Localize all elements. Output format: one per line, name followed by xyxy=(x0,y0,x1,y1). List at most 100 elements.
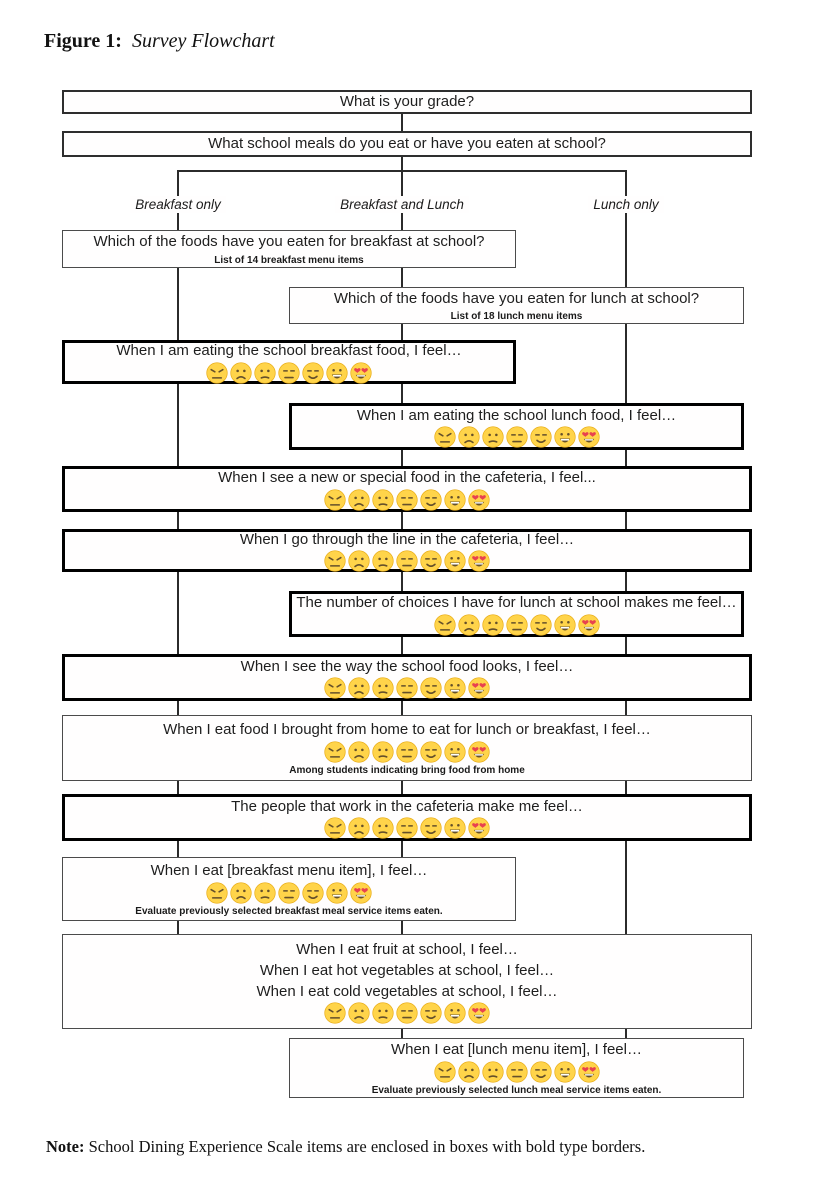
heart-eyes-face-icon xyxy=(468,1002,490,1025)
question-text: When I am eating the school lunch food, … xyxy=(356,406,677,424)
slightly-sad-face-icon xyxy=(481,614,504,636)
sad-face-icon xyxy=(457,614,480,636)
box-subtext: Among students indicating bring food fro… xyxy=(289,764,525,776)
grinning-face-icon xyxy=(444,550,466,572)
neutral-face-icon xyxy=(505,426,528,448)
neutral-face-icon xyxy=(396,741,418,763)
note-label: Note: xyxy=(46,1137,85,1156)
flow-box-fruit-vegetables: When I eat fruit at school, I feel… When … xyxy=(62,934,752,1029)
flow-box-breakfast-foods: Which of the foods have you eaten for br… xyxy=(62,230,516,268)
flow-box-go-through-line: When I go through the line in the cafete… xyxy=(62,529,752,572)
heart-eyes-face-icon xyxy=(468,489,490,511)
slight-smile-face-icon xyxy=(302,882,324,904)
slight-smile-face-icon xyxy=(420,741,442,763)
neutral-face-icon xyxy=(278,362,300,384)
neutral-face-icon xyxy=(396,550,418,572)
sad-face-icon xyxy=(348,550,370,572)
question-text: When I see the way the school food looks… xyxy=(240,657,574,675)
angry-face-icon xyxy=(324,741,346,763)
flow-box-food-from-home: When I eat food I brought from home to e… xyxy=(62,715,752,781)
sad-face-icon xyxy=(230,362,252,384)
grinning-face-icon xyxy=(444,489,466,511)
heart-eyes-face-icon xyxy=(468,741,490,763)
box-subtext: List of 18 lunch menu items xyxy=(450,311,583,323)
question-text: When I eat food I brought from home to e… xyxy=(163,721,651,739)
grinning-face-icon xyxy=(553,614,576,636)
question-text: What is your grade? xyxy=(339,93,475,111)
heart-eyes-face-icon xyxy=(350,362,372,384)
angry-face-icon xyxy=(324,550,346,572)
emoji-scale-row xyxy=(433,426,601,448)
box-subtext: List of 14 breakfast menu items xyxy=(214,254,364,266)
heart-eyes-face-icon xyxy=(577,1061,600,1083)
grinning-face-icon xyxy=(553,1061,576,1083)
sad-face-icon xyxy=(348,677,370,699)
neutral-face-icon xyxy=(396,677,418,699)
flow-box-lunch-feel: When I am eating the school lunch food, … xyxy=(289,403,744,450)
note-text: School Dining Experience Scale items are… xyxy=(84,1137,646,1156)
question-text: The people that work in the cafeteria ma… xyxy=(231,797,583,815)
slight-smile-face-icon xyxy=(529,614,552,636)
sad-face-icon xyxy=(348,1002,370,1025)
sad-face-icon xyxy=(457,426,480,448)
slight-smile-face-icon xyxy=(529,426,552,448)
emoji-scale-row xyxy=(205,362,373,384)
slight-smile-face-icon xyxy=(420,489,442,511)
branch-label-lunch-only: Lunch only xyxy=(588,196,664,213)
slight-smile-face-icon xyxy=(420,677,442,699)
slightly-sad-face-icon xyxy=(372,817,394,839)
neutral-face-icon xyxy=(396,489,418,511)
sad-face-icon xyxy=(348,817,370,839)
emoji-scale-row xyxy=(323,1002,491,1025)
flow-box-lunch-item: When I eat [lunch menu item], I feel… Eva… xyxy=(289,1038,744,1098)
grinning-face-icon xyxy=(444,817,466,839)
box-subtext: Evaluate previously selected lunch meal … xyxy=(371,1084,662,1096)
question-text: When I am eating the school breakfast fo… xyxy=(116,342,462,360)
grinning-face-icon xyxy=(444,741,466,763)
flow-box-number-of-choices: The number of choices I have for lunch a… xyxy=(289,591,744,637)
connector-line xyxy=(401,157,403,171)
slightly-sad-face-icon xyxy=(372,677,394,699)
angry-face-icon xyxy=(433,614,456,636)
slightly-sad-face-icon xyxy=(372,1002,394,1025)
angry-face-icon xyxy=(206,362,228,384)
angry-face-icon xyxy=(433,1061,456,1083)
slightly-sad-face-icon xyxy=(254,362,276,384)
grinning-face-icon xyxy=(444,677,466,699)
flow-box-breakfast-item: When I eat [breakfast menu item], I feel… xyxy=(62,857,516,921)
emoji-scale-row xyxy=(323,741,491,763)
slightly-sad-face-icon xyxy=(372,741,394,763)
flow-box-lunch-foods: Which of the foods have you eaten for lu… xyxy=(289,287,744,324)
heart-eyes-face-icon xyxy=(468,817,490,839)
slightly-sad-face-icon xyxy=(254,882,276,904)
sad-face-icon xyxy=(348,741,370,763)
question-text: When I eat hot vegetables at school, I f… xyxy=(259,961,555,979)
neutral-face-icon xyxy=(505,614,528,636)
angry-face-icon xyxy=(433,426,456,448)
slightly-sad-face-icon xyxy=(372,550,394,572)
emoji-scale-row xyxy=(323,677,491,699)
slight-smile-face-icon xyxy=(420,817,442,839)
figure-label: Figure 1: xyxy=(44,30,122,52)
sad-face-icon xyxy=(230,882,252,904)
neutral-face-icon xyxy=(278,882,300,904)
flow-box-new-special-food: When I see a new or special food in the … xyxy=(62,466,752,512)
flow-box-grade: What is your grade? xyxy=(62,90,752,114)
grinning-face-icon xyxy=(326,362,348,384)
angry-face-icon xyxy=(324,1002,346,1025)
question-text: When I see a new or special food in the … xyxy=(218,469,596,487)
heart-eyes-face-icon xyxy=(468,550,490,572)
question-text: When I eat [lunch menu item], I feel… xyxy=(391,1041,642,1059)
slight-smile-face-icon xyxy=(420,1002,442,1025)
grinning-face-icon xyxy=(444,1002,466,1025)
question-text: When I eat cold vegetables at school, I … xyxy=(256,983,558,1001)
flow-box-meals: What school meals do you eat or have you… xyxy=(62,131,752,157)
flow-box-cafeteria-people: The people that work in the cafeteria ma… xyxy=(62,794,752,841)
question-text: When I eat fruit at school, I feel… xyxy=(296,940,518,958)
question-text: When I go through the line in the cafete… xyxy=(239,530,575,548)
emoji-scale-row xyxy=(205,882,373,904)
neutral-face-icon xyxy=(396,817,418,839)
question-text: What school meals do you eat or have you… xyxy=(208,135,606,153)
branch-label-breakfast-and-lunch: Breakfast and Lunch xyxy=(335,196,469,213)
